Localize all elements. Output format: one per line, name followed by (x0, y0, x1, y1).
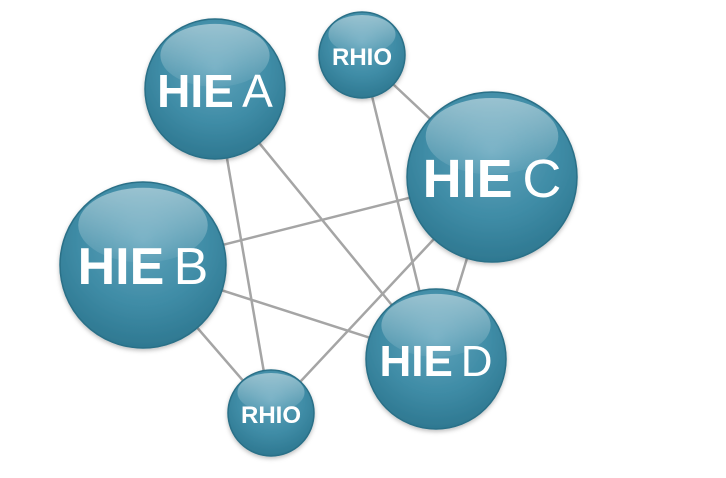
node-label-prefix: HIE (423, 149, 513, 209)
node-gloss (237, 373, 305, 412)
node-label-suffix: D (461, 337, 493, 386)
node-gloss (160, 23, 270, 87)
node-label-prefix: RHIO (241, 402, 301, 429)
node-gloss (328, 15, 396, 54)
node-gloss (425, 97, 559, 175)
node-label-suffix: B (174, 238, 209, 296)
node-label-suffix: C (522, 149, 561, 209)
node-label-prefix: RHIO (332, 44, 392, 71)
node-gloss (78, 187, 208, 263)
node-label-prefix: HIE (157, 65, 234, 117)
node-label: RHIO (241, 402, 301, 429)
node-gloss (381, 293, 491, 357)
node-rhio-top: RHIO (318, 11, 406, 99)
node-label-prefix: HIE (379, 337, 452, 386)
node-label: RHIO (332, 44, 392, 71)
node-label-suffix: A (242, 65, 273, 117)
node-rhio-bottom: RHIO (227, 369, 315, 457)
node-label-prefix: HIE (78, 238, 165, 296)
